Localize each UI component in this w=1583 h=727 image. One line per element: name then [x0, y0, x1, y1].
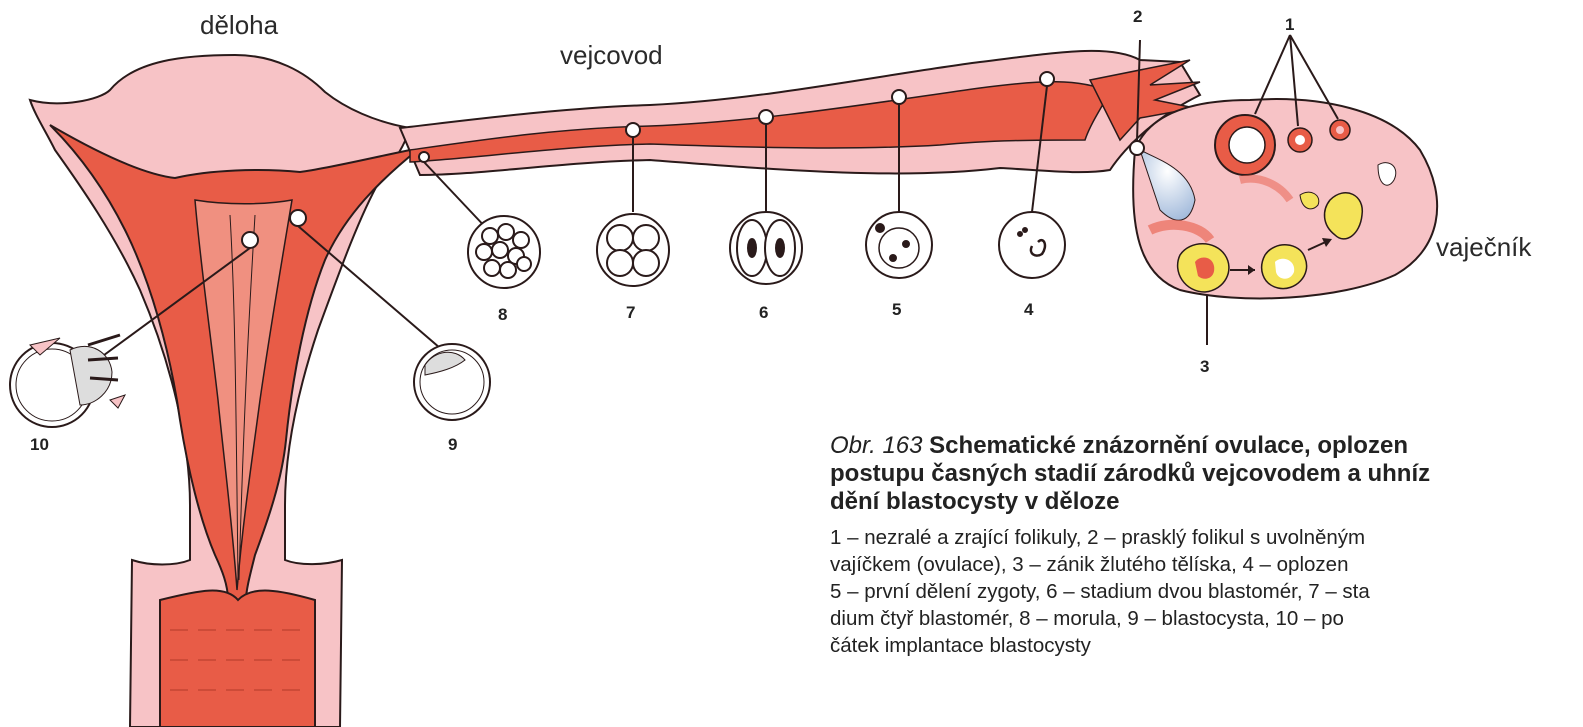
figure-number: Obr. 163 — [830, 432, 923, 459]
cell-two-blastomeres — [730, 212, 802, 284]
caption-legend: 1 – nezralé a zrající folikuly, 2 – pras… — [830, 524, 1583, 659]
marker-9: 9 — [448, 435, 457, 454]
cell-implantation — [10, 335, 125, 427]
marker-10: 10 — [30, 435, 49, 454]
cell-fertilized-ovum — [999, 212, 1065, 278]
marker-8: 8 — [498, 305, 507, 324]
marker-1: 1 — [1285, 15, 1294, 34]
figure-caption: Obr. 163 Schematické znázornění ovulace,… — [830, 432, 1583, 659]
cell-four-blastomeres — [597, 214, 669, 286]
marker-5: 5 — [892, 300, 901, 319]
caption-title-line-1: Schematické znázornění ovulace, oplozen — [929, 432, 1408, 459]
caption-title-line-2: postupu časných stadií zárodků vejcovode… — [830, 460, 1583, 488]
caption-title: Obr. 163 Schematické znázornění ovulace,… — [830, 432, 1583, 516]
ovary — [1130, 99, 1437, 298]
cell-first-division — [866, 212, 932, 278]
cell-morula — [468, 216, 540, 288]
marker-6: 6 — [759, 303, 768, 322]
released-ovum — [1130, 141, 1144, 155]
label-uterus: děloha — [200, 10, 278, 41]
label-ovary: vaječník — [1436, 232, 1531, 263]
caption-title-line-3: dění blastocysty v děloze — [830, 488, 1583, 516]
marker-3: 3 — [1200, 357, 1209, 376]
marker-4: 4 — [1024, 300, 1034, 319]
marker-7: 7 — [626, 303, 635, 322]
cell-blastocyst — [414, 344, 490, 420]
legend-line: čátek implantace blastocysty — [830, 632, 1583, 659]
legend-line: 1 – nezralé a zrající folikuly, 2 – pras… — [830, 524, 1583, 551]
legend-line: vajíčkem (ovulace), 3 – zánik žlutého tě… — [830, 551, 1583, 578]
vagina — [160, 591, 315, 727]
oviduct — [400, 51, 1200, 175]
marker-2: 2 — [1133, 7, 1142, 26]
legend-line: dium čtyř blastomér, 8 – morula, 9 – bla… — [830, 605, 1583, 632]
legend-line: 5 – první dělení zygoty, 6 – stadium dvo… — [830, 578, 1583, 605]
label-oviduct: vejcovod — [560, 40, 663, 71]
